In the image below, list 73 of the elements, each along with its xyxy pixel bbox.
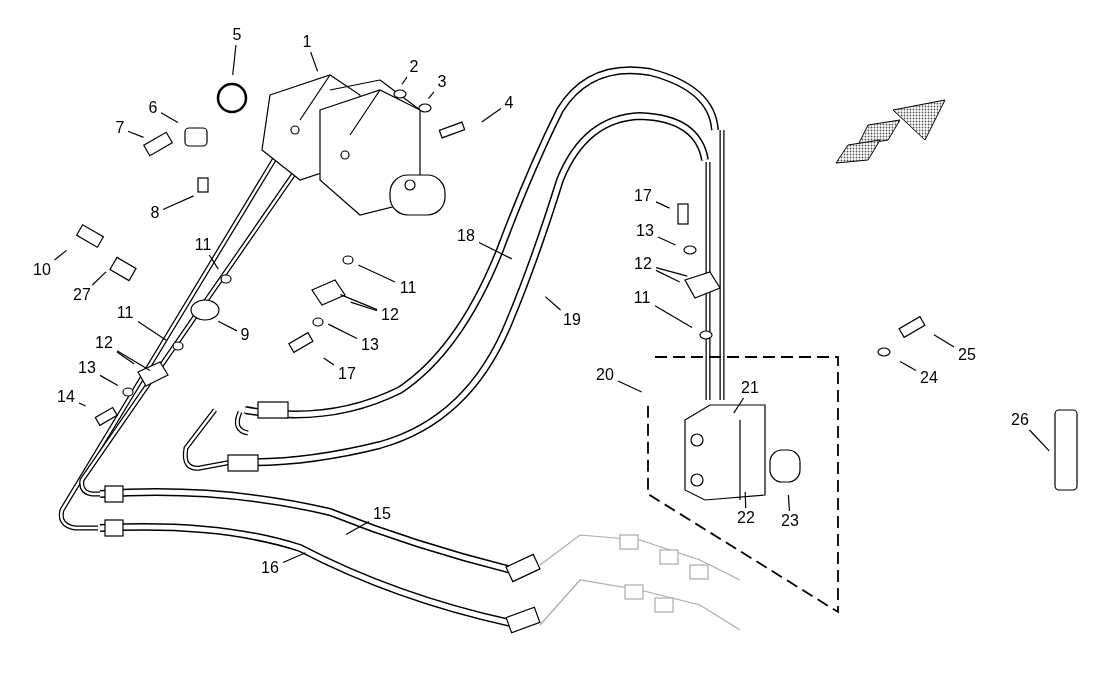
leader-line [401,76,408,85]
callout-number: 10 [29,260,55,280]
leader-line [350,301,378,312]
callout-number: 12 [377,305,403,325]
callout-number: 17 [630,186,656,206]
callout-number: 6 [145,98,161,118]
callout-number: 20 [592,365,618,385]
leader-line [116,350,151,372]
leader-line [478,241,513,260]
leader-line [99,374,119,387]
callout-number: 11 [395,278,421,298]
leader-line [217,320,238,332]
callout-number: 14 [53,387,79,407]
leader-line [655,201,671,209]
callout-number: 2 [406,57,422,77]
leader-line [481,108,502,123]
leader-line [327,323,358,340]
callout-number: 23 [777,511,803,531]
leader-line [657,236,677,246]
leader-line [91,271,107,286]
callout-number: 5 [229,25,245,45]
callout-number: 9 [237,325,253,345]
leader-line [160,112,179,124]
callout-number: 11 [112,303,138,323]
callout-number: 3 [434,72,450,92]
callout-number: 22 [733,508,759,528]
leader-line [232,44,237,76]
leader-line [655,266,688,277]
callout-number: 7 [112,118,128,138]
leader-line [127,130,145,138]
callout-number: 26 [1007,410,1033,430]
callout-number: 15 [369,504,395,524]
callout-number: 27 [69,285,95,305]
leader-line [654,305,693,329]
leader-line [544,296,562,311]
callout-number: 13 [632,221,658,241]
leader-line [345,520,370,536]
leader-line [116,351,135,365]
callout-number: 24 [916,368,942,388]
callout-number: 12 [630,254,656,274]
leader-line [53,249,68,261]
leader-line [744,491,747,509]
callout-number: 1 [299,32,315,52]
leader-line [427,91,435,100]
callout-number: 11 [629,288,655,308]
leader-line [323,357,335,366]
callout-number: 25 [954,345,980,365]
leader-line [208,254,219,270]
callout-number: 16 [257,558,283,578]
leader-line [137,320,167,341]
leader-line [1028,429,1050,452]
callout-number: 11 [190,235,216,255]
callout-number: 12 [91,333,117,353]
leader-line [357,264,396,283]
leader-line [655,269,681,283]
callout-number: 17 [334,364,360,384]
leader-line [617,380,643,393]
callout-number: 13 [74,358,100,378]
leader-line [899,360,917,372]
leader-line [282,552,307,564]
leader-line [310,51,319,72]
leader-line [162,195,195,211]
leader-line [933,334,955,348]
callout-number: 21 [737,378,763,398]
callout-number: 19 [559,310,585,330]
leader-line [733,397,745,414]
leader-line [787,494,790,512]
callout-number: 13 [357,335,383,355]
callout-number: 8 [147,203,163,223]
leader-line [339,294,378,311]
leader-line [78,402,87,407]
callout-number: 4 [501,93,517,113]
callout-number: 18 [453,226,479,246]
